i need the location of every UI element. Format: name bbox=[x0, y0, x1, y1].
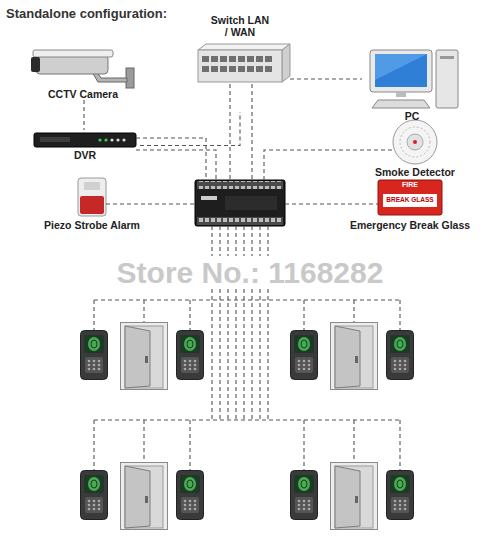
switch-side bbox=[282, 44, 290, 82]
pc-screen-glare bbox=[375, 54, 427, 80]
pc-drive bbox=[440, 56, 454, 59]
alarm-base bbox=[78, 178, 106, 216]
wiring bbox=[94, 84, 400, 470]
switch-node: Switch LAN / WAN bbox=[190, 14, 290, 112]
door bbox=[331, 463, 378, 530]
strobe-alarm-icon bbox=[78, 178, 106, 216]
detector-vents bbox=[400, 127, 430, 157]
door bbox=[121, 463, 168, 530]
controller-logo bbox=[201, 196, 217, 200]
pc-keyboard bbox=[372, 100, 430, 108]
sign-text: BREAK GLASS bbox=[386, 196, 433, 203]
detector-shell bbox=[393, 120, 437, 164]
switch-front bbox=[198, 50, 282, 82]
camera-shield bbox=[33, 50, 113, 57]
device-label: DVR bbox=[30, 149, 140, 161]
fingerprint-reader bbox=[177, 331, 204, 380]
dvr-node: DVR bbox=[30, 130, 140, 161]
pc-node: PC bbox=[362, 46, 462, 122]
dvr-display bbox=[40, 137, 70, 142]
break-glass-icon bbox=[378, 180, 442, 215]
break-glass-panel bbox=[383, 194, 437, 207]
fingerprint-reader bbox=[387, 331, 414, 380]
pc-monitor bbox=[370, 50, 432, 92]
watermark: Store No.: 1168282 bbox=[113, 256, 388, 289]
cctv-camera-icon bbox=[31, 50, 134, 88]
alarm-controller-wire bbox=[106, 203, 195, 204]
switch-icon bbox=[198, 44, 290, 82]
pc-stand bbox=[396, 92, 406, 97]
smoke-controller-wire bbox=[264, 150, 392, 180]
fingerprint-reader bbox=[387, 471, 414, 520]
pc-screen bbox=[375, 54, 427, 87]
network-cable bbox=[290, 78, 362, 79]
pc-icon bbox=[370, 50, 458, 108]
device-label: CCTV Camera bbox=[28, 88, 138, 100]
camera-node: CCTV Camera bbox=[28, 46, 138, 100]
door bbox=[121, 323, 168, 390]
dvr-controller-wire bbox=[136, 138, 216, 180]
fingerprint-reader bbox=[291, 331, 318, 380]
break-glass-controller-wire bbox=[285, 203, 378, 204]
sign-text: FIRE bbox=[402, 181, 418, 189]
smoke-detector-node: Smoke Detector bbox=[360, 118, 470, 178]
access-controller bbox=[195, 180, 285, 226]
network-cable bbox=[83, 100, 84, 130]
device-label: Switch LAN / WAN bbox=[208, 14, 272, 38]
detector-led bbox=[413, 140, 417, 144]
switch-controller-wire bbox=[230, 84, 252, 180]
fingerprint-reader bbox=[81, 331, 108, 380]
switch-ports bbox=[202, 56, 272, 72]
door bbox=[331, 323, 378, 390]
alarm-strobe bbox=[80, 196, 104, 214]
diagram-title: Standalone configuration: bbox=[6, 6, 167, 21]
device-label: PC bbox=[362, 110, 462, 122]
device-label: Piezo Strobe Alarm bbox=[22, 219, 162, 231]
fingerprint-reader bbox=[81, 471, 108, 520]
camera-body bbox=[36, 55, 108, 74]
detector-center bbox=[407, 134, 423, 150]
pc-tower bbox=[436, 50, 458, 108]
alarm-node: Piezo Strobe Alarm bbox=[22, 176, 162, 231]
fingerprint-reader bbox=[177, 471, 204, 520]
dvr-body bbox=[34, 133, 136, 147]
device-label: Emergency Break Glass bbox=[340, 219, 480, 231]
alarm-grille bbox=[84, 182, 100, 190]
camera-lens bbox=[31, 57, 40, 72]
break-glass-box bbox=[378, 180, 442, 215]
dvr-icon bbox=[34, 133, 136, 147]
smoke-detector-icon bbox=[393, 120, 437, 164]
fingerprint-reader bbox=[291, 471, 318, 520]
controller-terminals-top bbox=[197, 181, 283, 189]
controller-panel bbox=[225, 196, 277, 210]
switch-top bbox=[198, 44, 290, 50]
device-label: Smoke Detector bbox=[360, 166, 470, 178]
controller-body bbox=[195, 180, 285, 226]
network-cable bbox=[140, 112, 240, 146]
controller-terminals-bottom bbox=[197, 217, 283, 225]
door-groups bbox=[81, 323, 414, 530]
